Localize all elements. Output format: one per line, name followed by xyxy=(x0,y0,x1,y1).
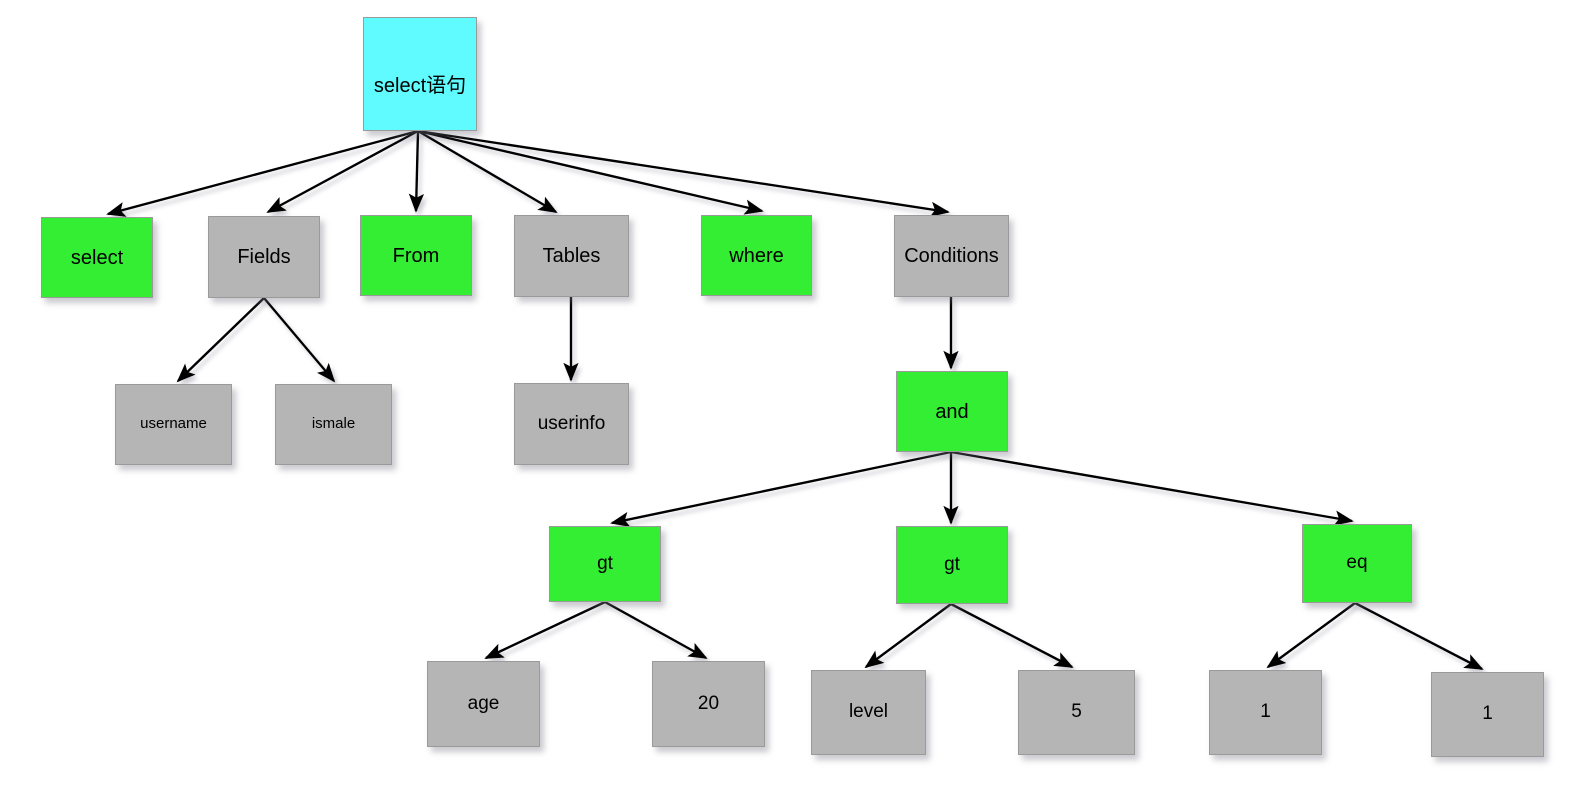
node-label-tables: Tables xyxy=(542,245,601,267)
edge-and-to-gt1 xyxy=(610,450,952,527)
edges-group xyxy=(106,129,1484,671)
node-label-fields: Fields xyxy=(237,246,291,268)
node-gt2[interactable]: gt xyxy=(896,526,1008,604)
node-eq[interactable]: eq xyxy=(1302,524,1412,603)
node-from[interactable]: From xyxy=(360,215,472,296)
node-root[interactable]: select语句 xyxy=(363,17,477,131)
node-label-root: select语句 xyxy=(373,75,467,97)
node-label-one_left: 1 xyxy=(1260,701,1271,723)
node-where[interactable]: where xyxy=(701,215,812,296)
node-five[interactable]: 5 xyxy=(1018,670,1135,755)
edge-root-to-where xyxy=(417,129,764,215)
edge-root-to-conditions xyxy=(417,129,950,217)
node-label-eq: eq xyxy=(1346,552,1368,574)
node-fields[interactable]: Fields xyxy=(208,216,320,298)
edge-root-to-fields xyxy=(266,129,419,214)
node-age[interactable]: age xyxy=(427,661,540,747)
edge-fields-to-ismale xyxy=(263,297,336,383)
edge-and-to-eq xyxy=(950,450,1354,526)
node-level[interactable]: level xyxy=(811,670,926,755)
node-label-one_right: 1 xyxy=(1482,703,1493,725)
node-one_left[interactable]: 1 xyxy=(1209,670,1322,755)
node-username[interactable]: username xyxy=(115,384,232,465)
node-ismale[interactable]: ismale xyxy=(275,384,392,465)
node-label-level: level xyxy=(848,701,889,723)
node-label-username: username xyxy=(140,415,207,433)
node-tables[interactable]: Tables xyxy=(514,215,629,297)
node-label-gt1: gt xyxy=(597,552,613,574)
node-label-ismale: ismale xyxy=(311,415,356,433)
node-label-twenty: 20 xyxy=(697,692,720,714)
edge-eq-to-one_right xyxy=(1354,601,1484,671)
node-label-conditions: Conditions xyxy=(904,245,999,267)
edge-root-to-from xyxy=(408,130,425,213)
node-label-and: and xyxy=(935,400,969,423)
node-userinfo[interactable]: userinfo xyxy=(514,383,629,465)
node-label-age: age xyxy=(467,692,500,714)
edge-gt2-to-level xyxy=(864,603,952,669)
edge-root-to-select xyxy=(106,129,419,217)
edge-eq-to-one_left xyxy=(1266,602,1356,669)
edge-fields-to-username xyxy=(176,297,265,383)
node-one_right[interactable]: 1 xyxy=(1431,672,1544,757)
node-twenty[interactable]: 20 xyxy=(652,661,765,747)
node-select[interactable]: select xyxy=(41,217,153,298)
node-label-from: From xyxy=(392,244,440,267)
node-label-select: select xyxy=(70,246,124,269)
edge-root-to-tables xyxy=(417,129,558,214)
node-label-five: 5 xyxy=(1071,701,1082,723)
node-conditions[interactable]: Conditions xyxy=(894,215,1009,297)
edge-gt1-to-age xyxy=(484,600,606,660)
node-and[interactable]: and xyxy=(896,371,1008,452)
node-label-userinfo: userinfo xyxy=(537,412,606,434)
node-gt1[interactable]: gt xyxy=(549,526,661,602)
node-label-gt2: gt xyxy=(944,553,960,575)
edge-gt1-to-twenty xyxy=(604,600,708,660)
node-label-where: where xyxy=(729,244,784,267)
edge-gt2-to-five xyxy=(950,602,1074,669)
